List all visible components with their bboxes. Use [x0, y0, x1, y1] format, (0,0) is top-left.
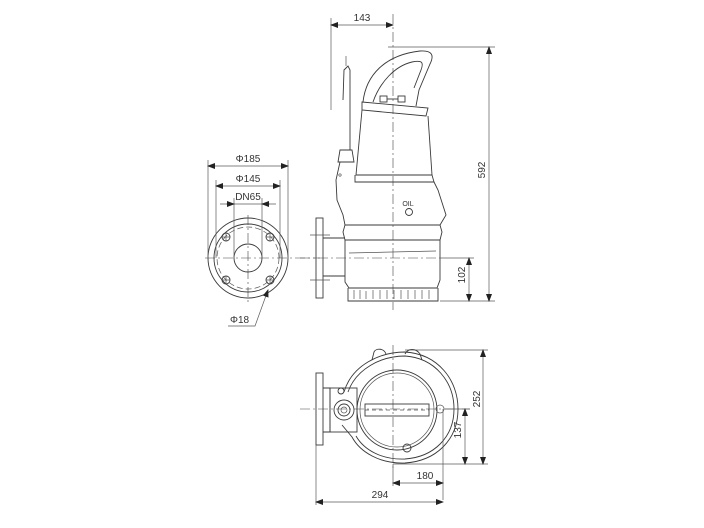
pump-side-elevation: OIL 143 592 102 — [300, 13, 495, 310]
dim-center-to-back: 137 — [453, 421, 464, 438]
rotation-symbol-icon — [402, 443, 412, 453]
oil-plug-icon — [405, 208, 413, 216]
dim-outlet-height: 102 — [457, 266, 468, 283]
dim-handle-offset: 143 — [354, 13, 371, 24]
strainer-base — [347, 288, 439, 302]
dim-overall-width: 294 — [372, 490, 389, 501]
dim-flange-outer: Φ185 — [236, 154, 261, 165]
pump-plan-view: 252 137 180 294 — [300, 345, 488, 505]
dim-plan-depth: 252 — [472, 390, 483, 407]
bolt-holes — [221, 232, 275, 285]
dim-bolt-hole: Φ18 — [230, 315, 250, 326]
dim-nominal-diameter: DN65 — [235, 192, 261, 203]
dim-center-to-flange: 180 — [417, 471, 434, 482]
flange-front-view: Φ185 Φ145 DN65 Φ18 — [205, 154, 320, 327]
dim-bolt-circle: Φ145 — [236, 174, 261, 185]
oil-label: OIL — [402, 201, 413, 208]
dim-overall-height: 592 — [477, 161, 488, 178]
